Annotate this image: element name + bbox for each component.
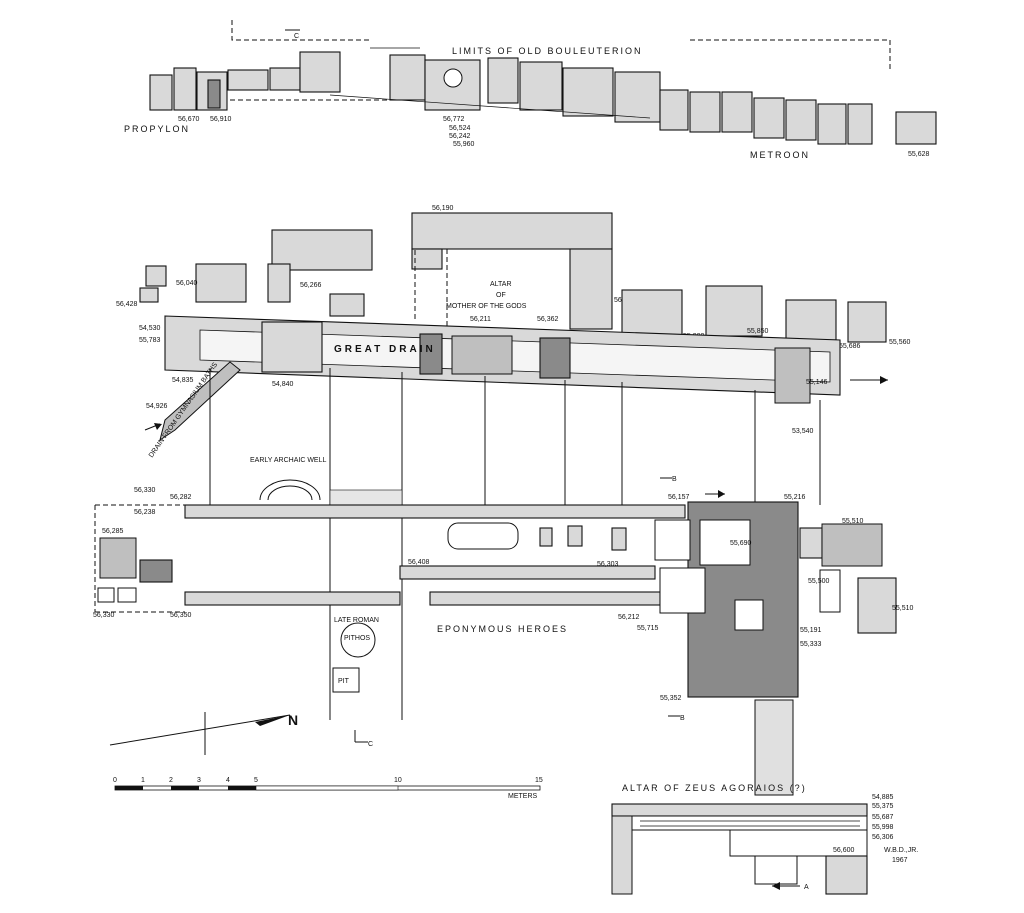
propylon-metroon-foundations [149, 51, 937, 145]
label-limits-old-bouleuterion: LIMITS OF OLD BOULEUTERION [452, 46, 643, 56]
north-arrow: N [109, 712, 298, 755]
scale-tick-label: 5 [254, 777, 258, 784]
label-altar-of-zeus-agoraios: ALTAR OF ZEUS AGORAIOS (?) [622, 783, 807, 793]
scale-tick-label: 10 [394, 777, 402, 784]
elevation-label: 56,330 [134, 487, 156, 494]
label-metroon: METROON [750, 150, 810, 160]
elevation-label: 55,715 [637, 625, 659, 632]
scale-tick-label: 15 [535, 777, 543, 784]
section-c-top-label: C [294, 33, 299, 40]
elevation-label: 56,211 [470, 316, 491, 323]
label-mother-of-the-gods: MOTHER OF THE GODS [446, 303, 527, 310]
altar-of-zeus-foundation: 55,216 55,510 55,690 55,715 55,500 55,51… [637, 490, 914, 796]
elevation-label: 53,540 [792, 428, 814, 435]
elevation-label: 55,628 [908, 151, 930, 158]
north-blocks: 56,040 56,266 56,428 55,900 55,850 55,56… [116, 229, 911, 350]
elevation-label: 56,524 [449, 125, 471, 132]
pithos-area: LATE ROMAN PITHOS PIT C [332, 617, 379, 748]
section-c-bottom-label: C [368, 741, 373, 748]
elevation-label: 56,303 [597, 561, 619, 568]
elevation-label: 56,408 [408, 559, 430, 566]
elevation-label: 55,191 [800, 627, 822, 634]
elevation-label: 55,850 [747, 328, 769, 335]
elevation-label: 56,362 [537, 316, 559, 323]
eponymous-heroes-monument: 56,330 56,238 56,282 56,285 56,330 56,35… [93, 476, 690, 634]
elevation-label: 56,238 [134, 509, 156, 516]
elevation-label: 56,190 [432, 205, 454, 212]
gymnasium-drain: 54,926 DRAIN FROM GYMNASIUM BATHS [144, 361, 241, 459]
elevation-label: 56,242 [449, 133, 471, 140]
altar-mother-of-gods: 56,190 ALTAR OF MOTHER OF THE GODS 56,21… [411, 205, 636, 330]
top-elevations: 56,670 56,910 56,772 56,524 56,242 55,96… [124, 116, 930, 160]
scale-bar: 0 1 2 3 4 5 10 15 METERS [113, 777, 543, 800]
label-great-drain: GREAT DRAIN [334, 344, 436, 355]
label-late-roman: LATE ROMAN [334, 617, 379, 624]
altar-zeus-section: ALTAR OF ZEUS AGORAIOS (?) A 54,885 55,3… [611, 783, 918, 895]
elevation-label: 56,157 [668, 494, 690, 501]
elevation-label: 55,510 [842, 518, 864, 525]
elevation-label: 56,910 [210, 116, 232, 123]
elevation-label: 56,040 [176, 280, 198, 287]
scale-tick-label: 1 [141, 777, 145, 784]
elevation-label: 55,352 [660, 695, 682, 702]
elevation-label: 55,560 [889, 339, 911, 346]
elevation-label: 56,670 [178, 116, 200, 123]
elevation-label: 56,330 [93, 612, 115, 619]
elevation-label: 56,772 [443, 116, 465, 123]
elevation-label: 55,375 [872, 803, 894, 810]
elevation-label: 56,306 [872, 834, 894, 841]
elevation-label: 56,600 [833, 847, 855, 854]
elevation-label: 54,835 [172, 377, 194, 384]
central-area: EARLY ARCHAIC WELL [209, 368, 821, 720]
elevation-label: 55,686 [839, 343, 861, 350]
label-meters: METERS [508, 793, 538, 800]
great-drain: GREAT DRAIN 54,530 55,783 54,835 54,840 … [139, 315, 888, 435]
elevation-label: 55,146 [806, 379, 828, 386]
label-pithos: PITHOS [344, 635, 370, 642]
label-propylon: PROPYLON [124, 124, 190, 134]
elevation-label: 55,500 [808, 578, 830, 585]
label-pit: PIT [338, 678, 350, 685]
scale-tick-label: 4 [226, 777, 230, 784]
bouleuterion-limits: LIMITS OF OLD BOULEUTERION C [231, 20, 891, 70]
label-altar: ALTAR [490, 281, 512, 288]
elevation-label: 55,960 [453, 141, 475, 148]
elevation-label: 55,687 [872, 814, 894, 821]
label-drain-from-gymnasium-baths: DRAIN FROM GYMNASIUM BATHS [148, 361, 219, 459]
elevation-label: 55,690 [730, 540, 752, 547]
signature-name: W.B.D.,JR. [884, 847, 918, 854]
elevation-label: 56,266 [300, 282, 322, 289]
elevation-label: 54,840 [272, 381, 294, 388]
elevation-label: 56,285 [102, 528, 124, 535]
elevation-label: 56,350 [170, 612, 192, 619]
section-b-top-label: B [672, 476, 677, 483]
elevation-label: 54,530 [139, 325, 161, 332]
elevation-label: 56,282 [170, 494, 192, 501]
north-label: N [288, 712, 298, 728]
elevation-label: 55,783 [139, 337, 161, 344]
elevation-label: 56,212 [618, 614, 640, 621]
scale-tick-label: 3 [197, 777, 201, 784]
elevation-label: 54,885 [872, 794, 894, 801]
elevation-label: 55,216 [784, 494, 806, 501]
elevation-label: 54,926 [146, 403, 168, 410]
elevation-label: 56,428 [116, 301, 138, 308]
label-of: OF [496, 292, 506, 299]
label-eponymous-heroes: EPONYMOUS HEROES [437, 624, 568, 634]
scale-tick-label: 2 [169, 777, 173, 784]
scale-tick-label: 0 [113, 777, 117, 784]
section-b-bottom-label: B [680, 715, 685, 722]
elevation-label: 55,998 [872, 824, 894, 831]
label-early-archaic-well: EARLY ARCHAIC WELL [250, 457, 326, 464]
signature-year: 1967 [892, 857, 908, 864]
elevation-label: 55,333 [800, 641, 822, 648]
elevation-label: 55,510 [892, 605, 914, 612]
section-a-label: A [804, 884, 809, 891]
